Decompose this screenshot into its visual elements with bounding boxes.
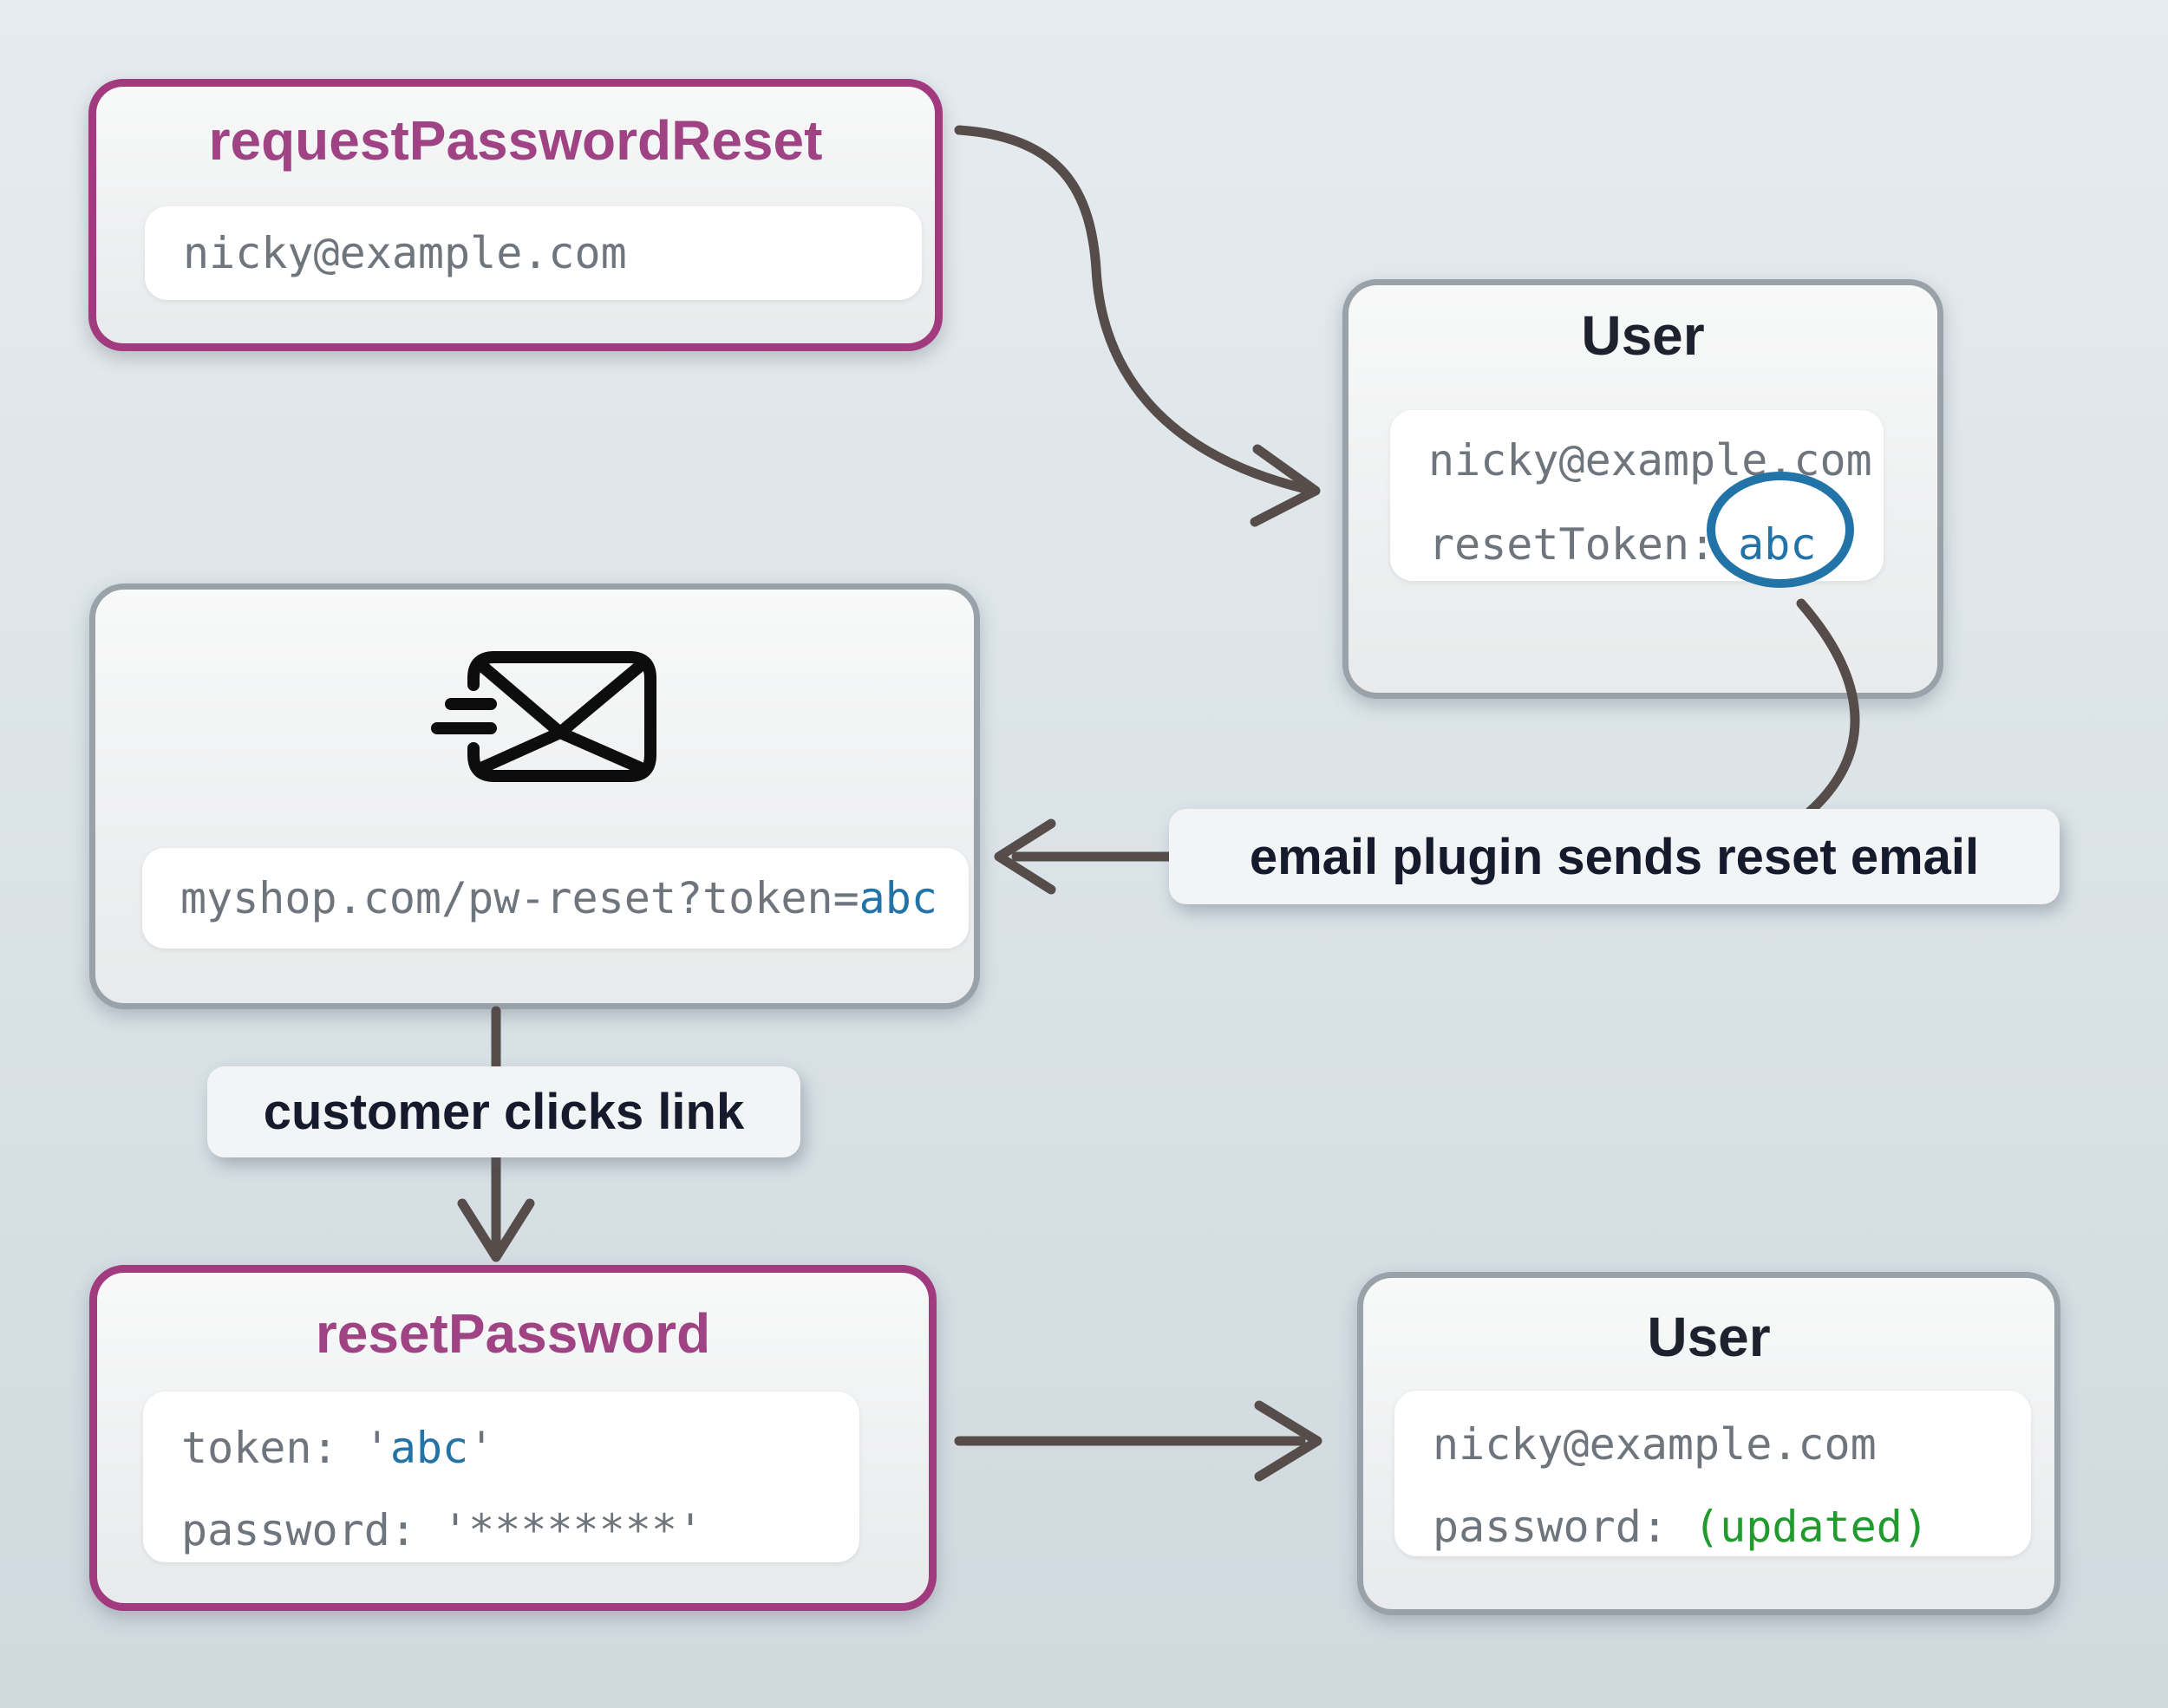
request-email-field: nicky@example.com	[145, 206, 922, 300]
request-password-reset-title: requestPasswordReset	[208, 109, 823, 172]
arrow-request-to-user	[954, 125, 1308, 493]
password-line: password: '********'	[181, 1495, 859, 1577]
user-updated-password-label: password:	[1433, 1502, 1695, 1552]
customer-clicks-label: customer clicks link	[207, 1066, 800, 1157]
arrow-reset-to-user-head	[1254, 1400, 1322, 1482]
user-updated-field: nicky@example.com password: (updated)	[1394, 1391, 2031, 1556]
user-email-line: nicky@example.com	[1428, 424, 1884, 508]
arrow-email-to-reset-head	[457, 1198, 535, 1262]
email-plugin-label-text: email plugin sends reset email	[1249, 828, 1980, 885]
request-email-value: nicky@example.com	[183, 228, 627, 278]
user-updated-box-title: User	[1647, 1306, 1771, 1368]
arrow-label-to-email-head	[994, 818, 1056, 895]
reset-token-value: abc	[1738, 519, 1817, 570]
user-updated-email-line: nicky@example.com	[1433, 1409, 2031, 1491]
reset-password-title: resetPassword	[315, 1302, 711, 1365]
user-email-value: nicky@example.com	[1428, 435, 1872, 486]
user-token-box-title: User	[1581, 304, 1705, 367]
reset-link-token: abc	[859, 873, 937, 923]
user-token-box: User nicky@example.com resetToken: abc	[1342, 279, 1943, 699]
user-updated-box: User nicky@example.com password: (update…	[1357, 1272, 2060, 1615]
reset-email-box: myshop.com/pw-reset?token=abc	[89, 583, 980, 1009]
arrow-request-to-user-head	[1250, 444, 1321, 527]
reset-token-label: resetToken:	[1428, 519, 1716, 570]
user-token-field: nicky@example.com resetToken: abc	[1390, 410, 1884, 581]
token-line: token: 'abc'	[181, 1412, 859, 1495]
reset-password-box: resetPassword token: 'abc' password: '**…	[89, 1265, 937, 1611]
customer-clicks-label-text: customer clicks link	[263, 1084, 745, 1140]
user-updated-password-value: (updated)	[1694, 1502, 1929, 1552]
email-plugin-label: email plugin sends reset email	[1169, 809, 2060, 904]
user-updated-password-line: password: (updated)	[1433, 1491, 2031, 1574]
request-password-reset-box: requestPasswordReset nicky@example.com	[88, 79, 943, 351]
reset-token-line: resetToken: abc	[1428, 508, 1884, 592]
reset-link-field: myshop.com/pw-reset?token=abc	[142, 848, 969, 949]
password-label: password:	[181, 1505, 443, 1555]
reset-password-field: token: 'abc' password: '********'	[143, 1392, 859, 1562]
token-prefix: token: '	[181, 1423, 390, 1473]
token-value: abc	[389, 1423, 469, 1473]
password-value: '********'	[442, 1505, 704, 1555]
user-updated-email-value: nicky@example.com	[1433, 1419, 1877, 1470]
token-suffix: '	[468, 1423, 495, 1473]
reset-link-url: myshop.com/pw-reset?token=	[180, 873, 859, 923]
